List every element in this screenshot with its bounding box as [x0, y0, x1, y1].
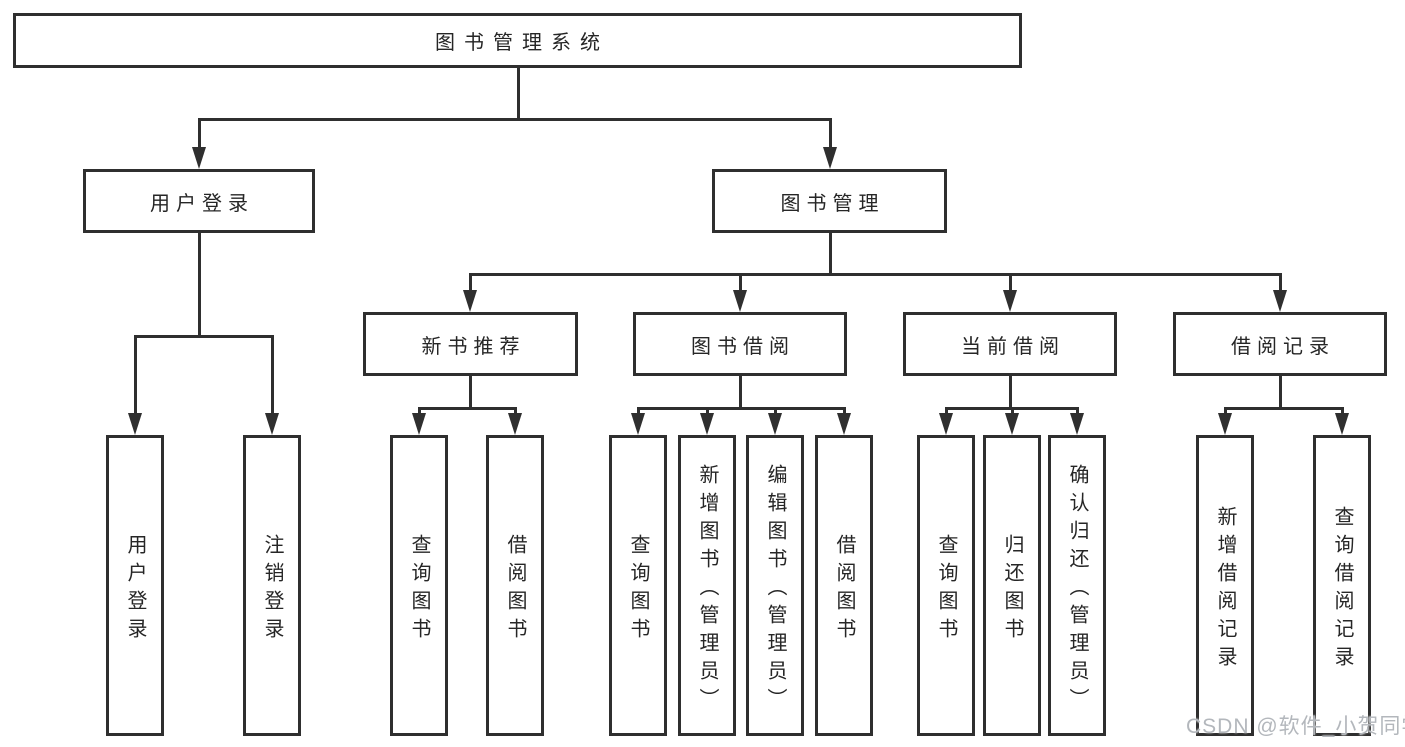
leaf-query-books-1: 查询图书: [390, 435, 448, 736]
connector-line: [1224, 407, 1227, 417]
arrowhead-down-icon: [1003, 290, 1017, 312]
connector-line: [1224, 407, 1343, 410]
csdn-watermark: CSDN @软件_小贺同学: [1186, 715, 1405, 738]
leaf-user-login: 用户登录: [106, 435, 164, 736]
arrowhead-down-icon: [265, 413, 279, 435]
node-label: 查询借阅记录: [1331, 505, 1353, 674]
node-label: 查询图书: [627, 533, 649, 646]
connector-line: [1076, 407, 1079, 417]
arrowhead-down-icon: [1005, 413, 1019, 435]
node-label: 图书管理: [780, 192, 885, 215]
arrowhead-down-icon: [700, 413, 714, 435]
node-label: 图书管理系统: [435, 32, 609, 54]
node-label: 借阅图书: [833, 533, 855, 646]
leaf-borrow-books-2: 借阅图书: [815, 435, 873, 736]
connector-line: [271, 335, 274, 415]
node-label: 新增图书（管理员）: [696, 463, 718, 716]
arrowhead-down-icon: [508, 413, 522, 435]
leaf-query-books-3: 查询图书: [917, 435, 975, 736]
node-label: 新书推荐: [421, 335, 526, 358]
arrowhead-down-icon: [1070, 413, 1084, 435]
leaf-logout: 注销登录: [243, 435, 301, 736]
node-label: 借阅记录: [1231, 335, 1335, 358]
arrowhead-down-icon: [1273, 290, 1287, 312]
node-label: 查询图书: [408, 533, 430, 646]
node-book-borrowing: 图书借阅: [633, 312, 847, 376]
leaf-query-books-2: 查询图书: [609, 435, 667, 736]
arrowhead-down-icon: [768, 413, 782, 435]
leaf-add-borrow-record: 新增借阅记录: [1196, 435, 1254, 736]
node-current-borrowing: 当前借阅: [903, 312, 1117, 376]
connector-line: [637, 407, 846, 410]
connector-line: [1009, 376, 1012, 410]
connector-line: [517, 68, 520, 121]
node-label: 查询图书: [935, 533, 957, 646]
connector-line: [1279, 376, 1282, 410]
leaf-query-borrow-record: 查询借阅记录: [1313, 435, 1371, 736]
connector-line: [1011, 407, 1014, 417]
node-user-login: 用户登录: [83, 169, 315, 233]
arrowhead-down-icon: [1218, 413, 1232, 435]
connector-line: [739, 273, 742, 293]
connector-line: [1341, 407, 1344, 417]
leaf-return-books: 归还图书: [983, 435, 1041, 736]
connector-line: [829, 233, 832, 276]
connector-line: [469, 273, 472, 293]
connector-line: [134, 335, 137, 415]
arrowhead-down-icon: [939, 413, 953, 435]
node-label: 当前借阅: [961, 335, 1065, 358]
connector-line: [739, 376, 742, 410]
arrowhead-down-icon: [412, 413, 426, 435]
node-label: 注销登录: [261, 533, 283, 646]
arrowhead-down-icon: [463, 290, 477, 312]
connector-line: [637, 407, 640, 417]
node-label: 编辑图书（管理员）: [764, 463, 786, 716]
arrowhead-down-icon: [837, 413, 851, 435]
connector-line: [469, 376, 472, 410]
connector-line: [514, 407, 517, 417]
connector-line: [418, 407, 517, 410]
node-borrowing-records: 借阅记录: [1173, 312, 1387, 376]
leaf-confirm-return-admin: 确认归还（管理员）: [1048, 435, 1106, 736]
node-label: 新增借阅记录: [1214, 505, 1236, 674]
connector-line: [774, 407, 777, 417]
connector-line: [198, 118, 832, 121]
connector-line: [198, 118, 201, 150]
leaf-add-books-admin: 新增图书（管理员）: [678, 435, 736, 736]
connector-line: [469, 273, 1281, 276]
connector-line: [1279, 273, 1282, 293]
leaf-edit-books-admin: 编辑图书（管理员）: [746, 435, 804, 736]
node-new-book-recommendation: 新书推荐: [363, 312, 578, 376]
node-label: 图书借阅: [691, 335, 795, 358]
connector-line: [1009, 273, 1012, 293]
node-label: 归还图书: [1001, 533, 1023, 646]
arrowhead-down-icon: [1335, 413, 1349, 435]
node-book-management: 图书管理: [712, 169, 947, 233]
arrowhead-down-icon: [823, 147, 837, 169]
connector-line: [418, 407, 421, 417]
connector-line: [134, 335, 273, 338]
node-label: 借阅图书: [504, 533, 526, 646]
connector-line: [706, 407, 709, 417]
arrowhead-down-icon: [128, 413, 142, 435]
node-library-management-system: 图书管理系统: [13, 13, 1022, 68]
leaf-borrow-books-1: 借阅图书: [486, 435, 544, 736]
node-label: 用户登录: [124, 533, 146, 646]
connector-line: [829, 118, 832, 150]
arrowhead-down-icon: [192, 147, 206, 169]
connector-line: [843, 407, 846, 417]
arrowhead-down-icon: [631, 413, 645, 435]
connector-line: [198, 233, 201, 338]
node-label: 用户登录: [150, 192, 254, 215]
node-label: 确认归还（管理员）: [1066, 463, 1088, 716]
connector-line: [945, 407, 948, 417]
arrowhead-down-icon: [733, 290, 747, 312]
